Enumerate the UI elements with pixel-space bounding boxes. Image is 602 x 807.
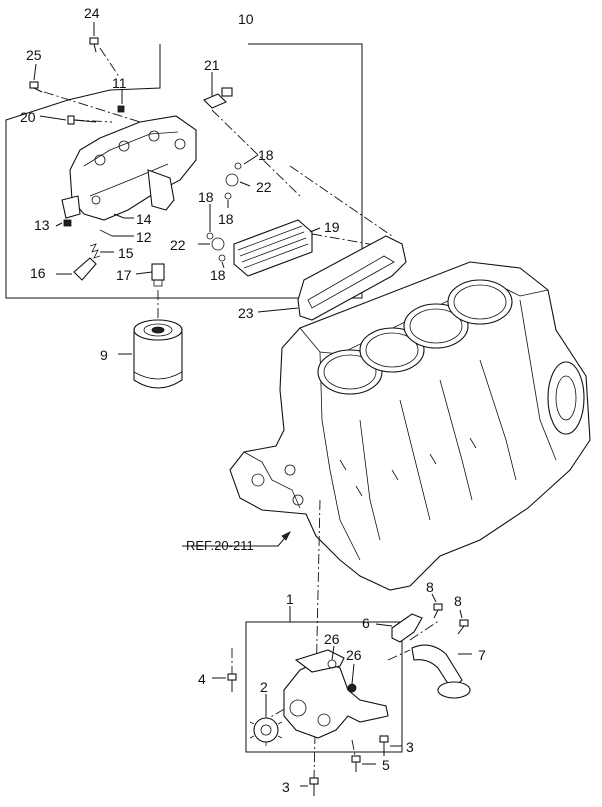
callout-18c: 18	[218, 211, 234, 227]
callout-8b: 8	[454, 593, 462, 609]
callout-1: 1	[286, 591, 294, 607]
callout-18d: 18	[210, 267, 226, 283]
callout-10: 10	[238, 11, 254, 27]
callout-17: 17	[116, 267, 132, 283]
oil-pump-group-frame	[245, 621, 403, 753]
callout-18a: 18	[258, 147, 274, 163]
reference-label: REF.20-211	[186, 538, 254, 553]
callout-14: 14	[136, 211, 152, 227]
callout-9: 9	[100, 347, 108, 363]
callout-13: 13	[34, 217, 50, 233]
oil-pump-assembly	[227, 603, 471, 796]
oil-cooler-gasket	[297, 235, 407, 321]
callout-26a: 26	[324, 631, 340, 647]
upper-small-parts	[29, 37, 242, 287]
oil-cooler-core	[233, 219, 313, 277]
callout-19: 19	[324, 219, 340, 235]
callout-26b: 26	[346, 647, 362, 663]
callout-4: 4	[198, 671, 206, 687]
callout-2: 2	[260, 679, 268, 695]
callout-6: 6	[362, 615, 370, 631]
callout-16: 16	[30, 265, 46, 281]
callout-23: 23	[238, 305, 254, 321]
callout-5: 5	[382, 757, 390, 773]
callout-20: 20	[20, 109, 36, 125]
callout-18b: 18	[198, 189, 214, 205]
oil-cooler-housing	[61, 115, 197, 221]
callout-21: 21	[204, 57, 220, 73]
cylinder-block	[229, 261, 591, 591]
oil-cooler-group-frame	[5, 43, 363, 299]
callout-7: 7	[478, 647, 486, 663]
callout-12: 12	[136, 229, 152, 245]
callout-22a: 22	[256, 179, 272, 195]
callout-labels: 24 10 25 21 11 20 18 22 18 18 13 14 19 1…	[20, 5, 486, 795]
callout-22b: 22	[170, 237, 186, 253]
callout-15: 15	[118, 245, 134, 261]
callout-11: 11	[112, 75, 127, 91]
oil-filter	[133, 319, 183, 389]
leader-lines	[33, 22, 472, 787]
callout-8a: 8	[426, 579, 434, 595]
callout-3a: 3	[406, 739, 414, 755]
callout-25: 25	[26, 47, 42, 63]
callout-3b: 3	[282, 779, 290, 795]
callout-24: 24	[84, 5, 100, 21]
